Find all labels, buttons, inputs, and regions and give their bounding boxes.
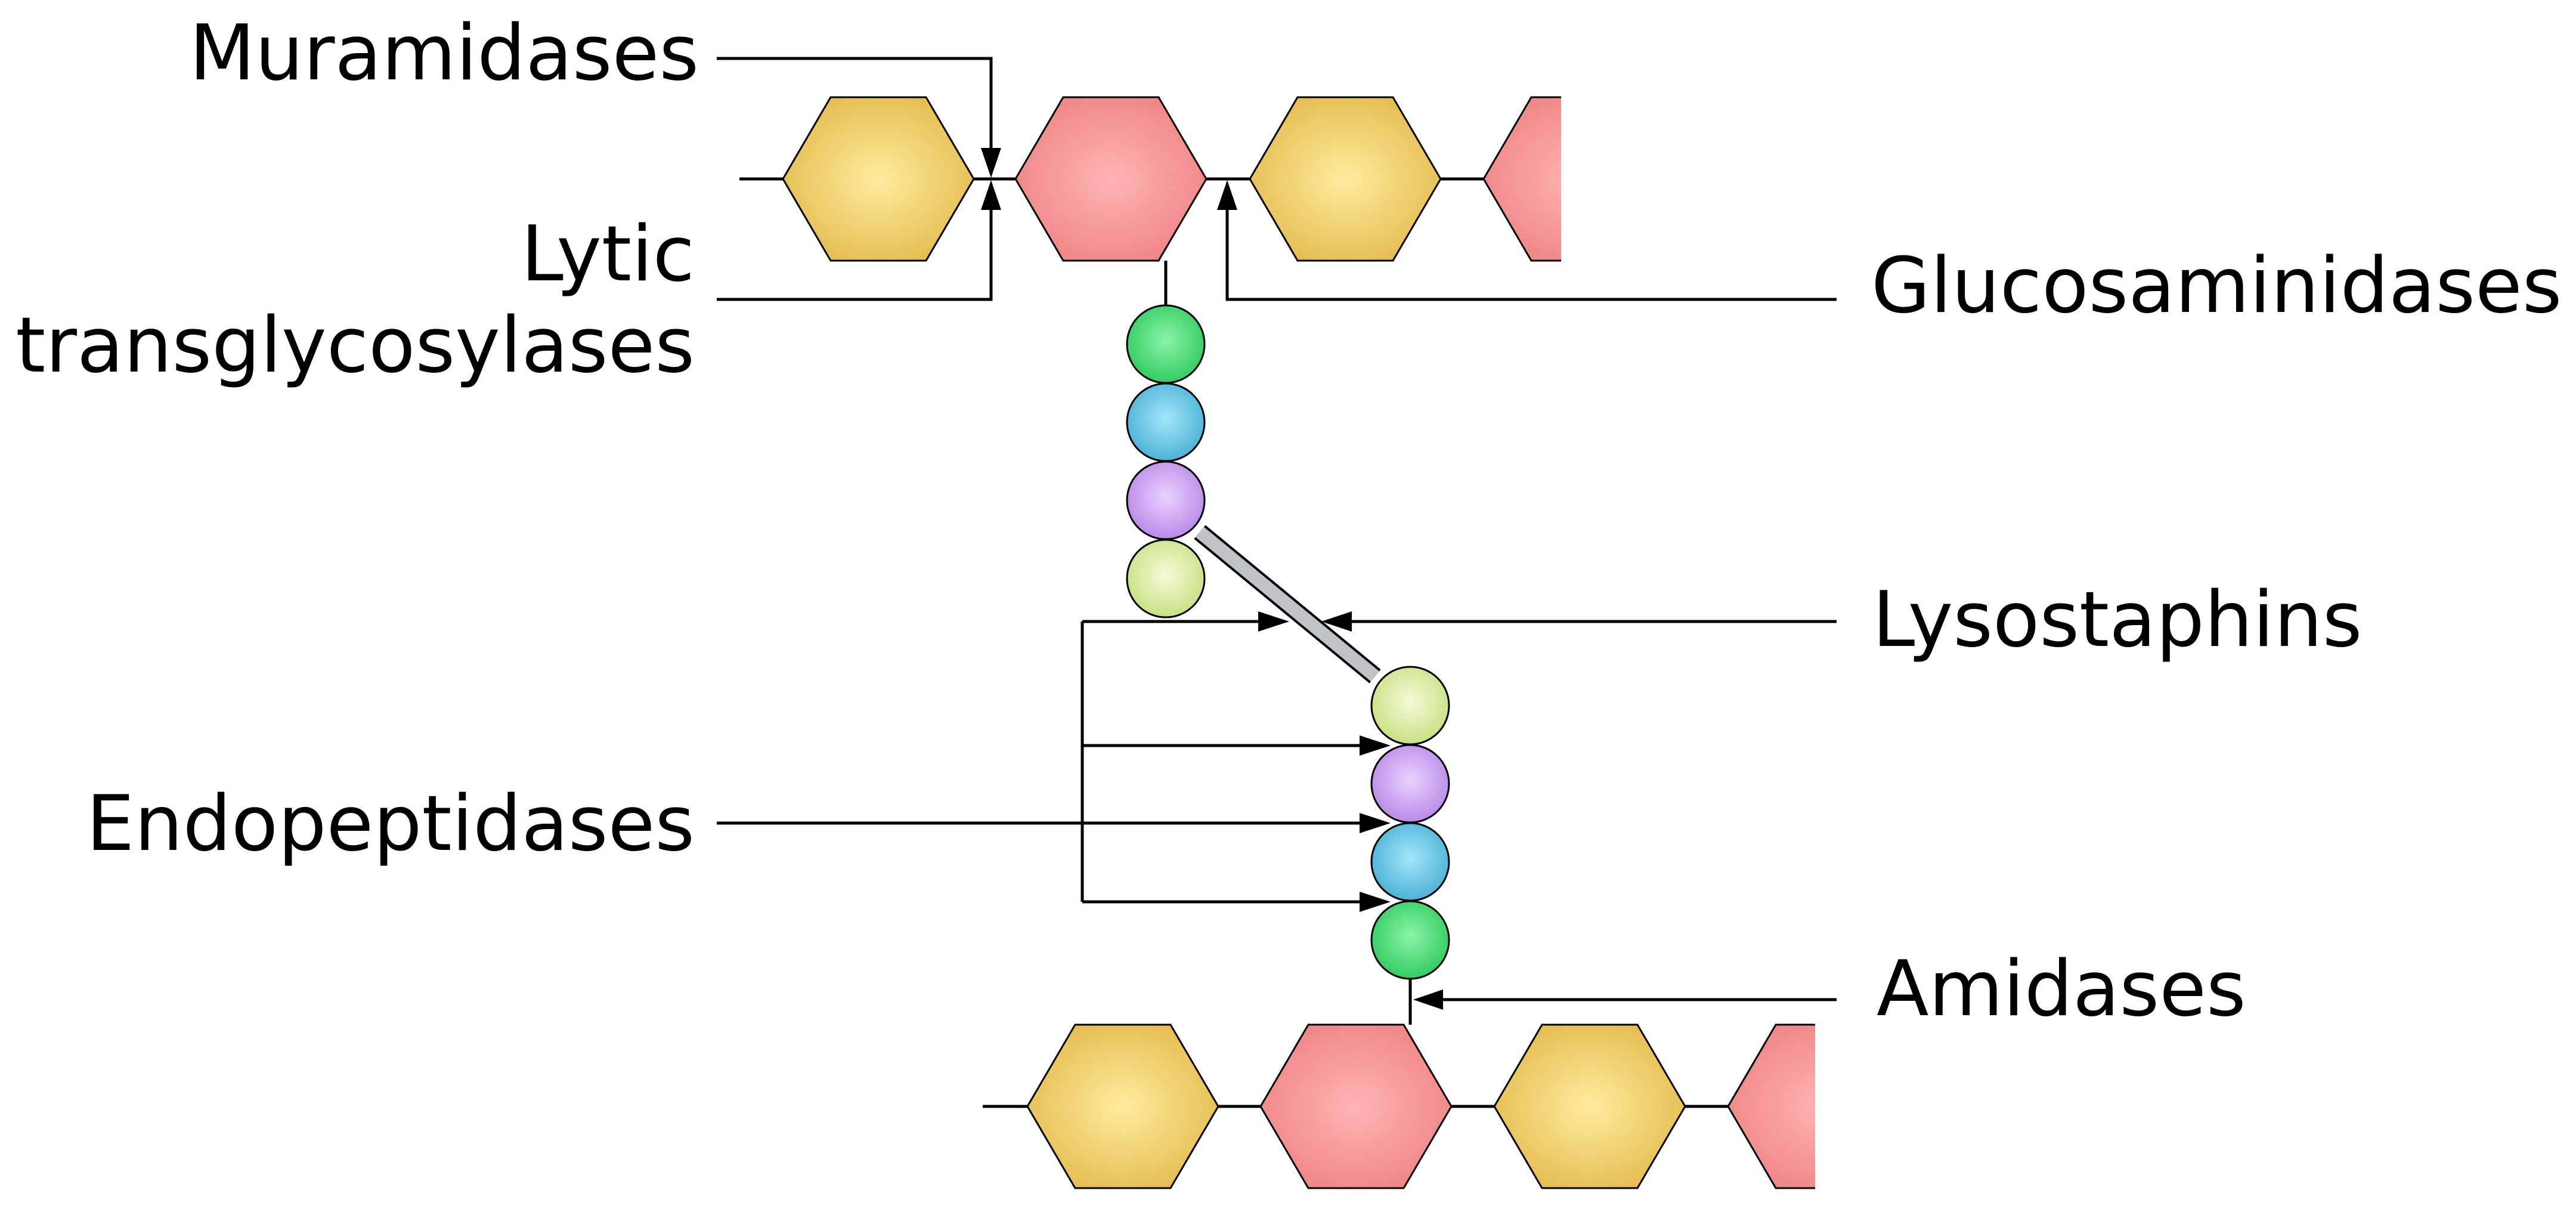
muramidases-pointer [717,57,1001,178]
label-endopeptidases: Endopeptidases [86,780,695,868]
top-residue-1 [1126,304,1206,384]
label-glucosaminidases: Glucosaminidases [1871,242,2562,330]
top-peptide-stem [1126,261,1206,619]
lytic-transglycosylases-pointer [717,180,1001,301]
label-transglycosylases: transglycosylases [16,301,695,390]
top-nam-sugar-1 [1014,96,1208,262]
label-lytic: Lytic [521,210,695,299]
cross-bridge [1194,525,1381,684]
bottom-residue-2 [1370,822,1450,902]
bottom-glycan-strand [983,1023,1815,1189]
top-nag-sugar-1 [782,96,975,262]
glucosaminidases-arrowhead [1217,180,1237,210]
lysostaphins-pointer [1321,611,1837,632]
label-amidases: Amidases [1877,945,2246,1034]
bottom-residue-4 [1370,666,1450,746]
top-nam-sugar-partial [1482,96,1561,262]
label-lysostaphins: Lysostaphins [1872,576,2362,664]
amidases-pointer [1413,989,1837,1010]
bottom-residue-1 [1370,900,1450,980]
top-residue-3 [1126,460,1206,540]
top-glycan-strand [739,96,1561,262]
top-residue-2 [1126,382,1206,462]
bottom-nam-sugar-1 [1259,1023,1453,1189]
bottom-nam-sugar-partial [1727,1023,1815,1189]
endopeptidases-pointer [717,611,1391,912]
top-nag-sugar-2 [1249,96,1442,262]
endopeptidases-arrowhead-1 [1258,611,1289,632]
bottom-nag-sugar-1 [1026,1023,1219,1189]
glucosaminidases-pointer [1217,180,1837,301]
label-muramidases: Muramidases [189,9,699,98]
endopeptidases-arrowhead-main [1360,813,1391,833]
lytic-transglycosylases-arrowhead [981,180,1001,210]
endopeptidases-arrowhead-2 [1360,735,1391,756]
lysostaphins-arrowhead [1321,611,1352,632]
endopeptidases-arrowhead-3 [1360,892,1391,912]
bottom-nag-sugar-2 [1493,1023,1686,1189]
bottom-peptide-stem [1370,666,1450,1025]
muramidases-arrowhead [981,148,1001,178]
amidases-arrowhead [1413,989,1443,1010]
top-residue-4 [1126,539,1206,619]
bottom-residue-3 [1370,744,1450,824]
